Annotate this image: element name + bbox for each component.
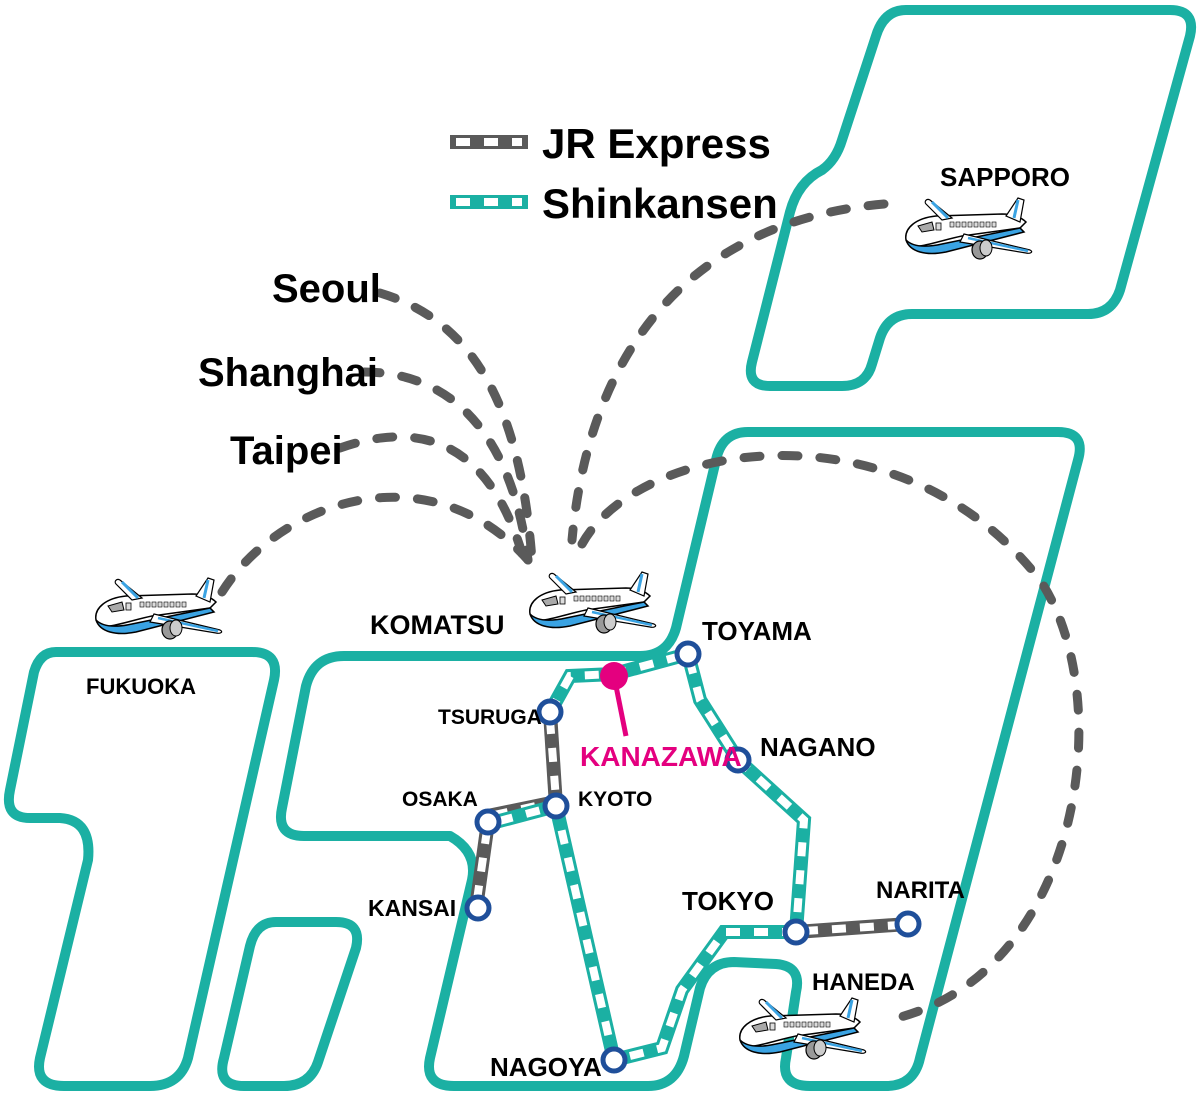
- station-tsuruga[interactable]: [536, 698, 564, 726]
- label-osaka: OSAKA: [402, 788, 478, 811]
- label-taipei: Taipei: [230, 429, 343, 473]
- route-seoul-komatsu: [375, 288, 537, 565]
- airplane-icon-komatsu[interactable]: [528, 570, 658, 635]
- island-hokkaido: [745, 5, 1196, 391]
- route-shanghai-komatsu: [359, 367, 533, 565]
- legend: JR Express Shinkansen: [450, 120, 778, 227]
- label-shanghai: Shanghai: [198, 351, 378, 395]
- station-kansai[interactable]: [464, 894, 492, 922]
- island-kyushu: [4, 647, 280, 1091]
- airplane-icon-fukuoka[interactable]: [94, 576, 224, 641]
- route-taipei-komatsu: [335, 432, 529, 565]
- station-toyama[interactable]: [674, 640, 702, 668]
- label-haneda: HANEDA: [812, 969, 915, 996]
- station-narita[interactable]: [894, 910, 922, 938]
- kanazawa-pin[interactable]: [600, 662, 629, 737]
- label-narita: NARITA: [876, 877, 965, 904]
- label-nagano: NAGANO: [760, 732, 876, 762]
- island-outlines: [4, 5, 1196, 1091]
- airplane-icon-sapporo[interactable]: [904, 196, 1034, 261]
- label-fukuoka: FUKUOKA: [86, 674, 196, 699]
- label-seoul: Seoul: [272, 267, 381, 311]
- route-fukuoka-komatsu: [217, 492, 533, 597]
- flight-routes: [217, 199, 1084, 1025]
- airplane-icon-haneda[interactable]: [738, 996, 868, 1061]
- station-nagoya[interactable]: [600, 1046, 628, 1074]
- island-honshu: [276, 427, 1085, 1091]
- stations: [464, 640, 922, 1074]
- label-toyama: TOYAMA: [702, 616, 812, 646]
- jr-tsuruga-kyoto: [543, 711, 563, 807]
- label-sapporo: SAPPORO: [940, 162, 1070, 192]
- station-nagano[interactable]: [724, 746, 752, 774]
- route-sapporo-komatsu: [567, 199, 889, 545]
- jr-osaka-kansai: [469, 821, 495, 909]
- label-nagoya: NAGOYA: [490, 1052, 602, 1082]
- route-haneda-komatsu: [577, 451, 1084, 1025]
- legend-shinkansen-label: Shinkansen: [542, 180, 778, 227]
- legend-jr-label: JR Express: [542, 120, 771, 167]
- label-kyoto: KYOTO: [578, 788, 652, 811]
- shinkansen-hokuriku: [543, 645, 812, 933]
- station-kyoto[interactable]: [542, 792, 570, 820]
- map-pin-icon: [600, 662, 628, 690]
- label-tokyo: TOKYO: [682, 886, 774, 916]
- label-kanazawa: KANAZAWA: [580, 741, 742, 772]
- label-kansai: KANSAI: [368, 895, 456, 921]
- station-tokyo[interactable]: [782, 918, 810, 946]
- jr-tokyo-narita: [795, 917, 909, 939]
- label-komatsu: KOMATSU: [370, 610, 505, 640]
- island-shikoku: [217, 917, 362, 1091]
- station-osaka[interactable]: [474, 808, 502, 836]
- label-tsuruga: TSURUGA: [438, 706, 542, 729]
- rail-lines: [469, 645, 909, 1069]
